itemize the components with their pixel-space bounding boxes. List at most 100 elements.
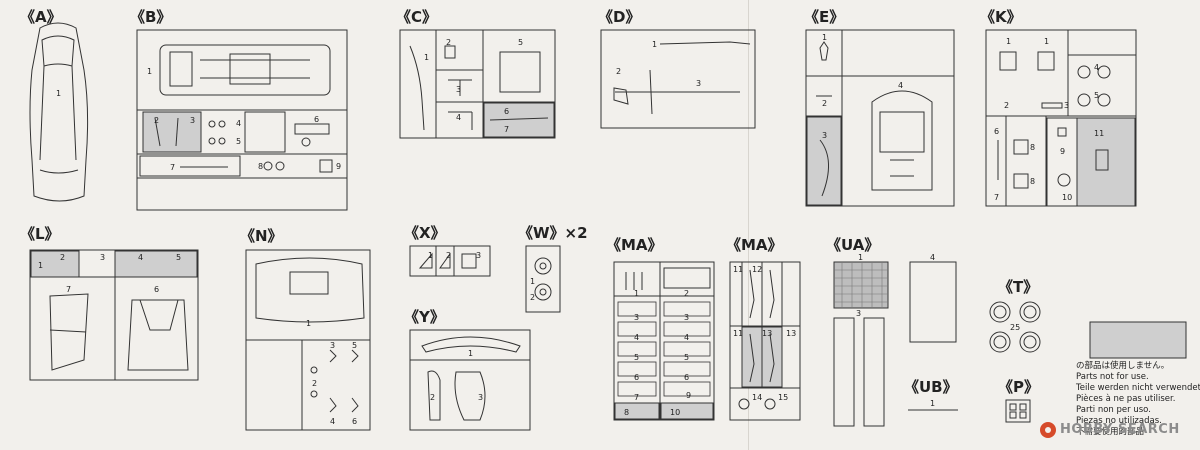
unused-part-L1-L2 bbox=[30, 250, 80, 278]
pn-Y2: 2 bbox=[430, 393, 435, 402]
unused-part-E3 bbox=[806, 116, 842, 206]
sprue-frame-X bbox=[409, 245, 491, 277]
pn-UA3: 3 bbox=[856, 309, 861, 318]
pn-L3: 3 bbox=[100, 253, 105, 262]
pn-K6: 6 bbox=[994, 127, 999, 136]
pn-E4: 4 bbox=[898, 81, 903, 90]
pn-L2: 2 bbox=[60, 253, 65, 262]
pn-MA3a: 3 bbox=[634, 313, 639, 322]
pn-MA8b: 8 bbox=[624, 408, 629, 417]
pn-K4: 4 bbox=[1094, 63, 1099, 72]
pn-MA2: 2 bbox=[684, 289, 689, 298]
interior-tub-E4 bbox=[871, 90, 933, 191]
pn-N2: 2 bbox=[312, 379, 317, 388]
section-label-N: 《N》 bbox=[240, 227, 283, 245]
pn-MA7: 7 bbox=[634, 393, 639, 402]
pn-N5: 5 bbox=[352, 341, 357, 350]
pn-MA12: 12 bbox=[752, 265, 762, 274]
pn-K5: 5 bbox=[1094, 91, 1099, 100]
section-label-A: 《A》 bbox=[20, 8, 62, 26]
notice-line-de: Teile werden nicht verwendet. bbox=[1076, 383, 1200, 393]
sprue-frame-L bbox=[29, 249, 199, 381]
pn-MA4b: 4 bbox=[684, 333, 689, 342]
unused-part-B2-B3 bbox=[142, 111, 202, 153]
pn-N6: 6 bbox=[352, 417, 357, 426]
rollcage-L6 bbox=[127, 299, 189, 371]
pn-B8: 8 bbox=[258, 162, 263, 171]
section-label-D: 《D》 bbox=[598, 8, 641, 26]
pn-C2: 2 bbox=[446, 38, 451, 47]
section-label-MA-1: 《MA》 bbox=[606, 236, 663, 254]
sprue-frame-MA-2 bbox=[729, 261, 801, 421]
pn-L7: 7 bbox=[66, 285, 71, 294]
section-label-UA: 《UA》 bbox=[826, 236, 880, 254]
pn-K11: 11 bbox=[1094, 129, 1104, 138]
mesh-part-UA1 bbox=[833, 261, 889, 309]
pn-MA15: 15 bbox=[778, 393, 788, 402]
pn-MA6a: 6 bbox=[634, 373, 639, 382]
pn-C6: 6 bbox=[504, 107, 509, 116]
pn-W1: 1 bbox=[530, 277, 535, 286]
chassis-floor-B1 bbox=[159, 44, 331, 96]
pn-T25: 25 bbox=[1010, 323, 1020, 332]
sprue-frame-W bbox=[525, 245, 561, 313]
section-label-L: 《L》 bbox=[20, 225, 60, 243]
pn-MA13b: 13 bbox=[786, 329, 796, 338]
unused-part-MA-10 bbox=[660, 402, 714, 420]
pn-K7: 7 bbox=[994, 193, 999, 202]
body-shell-A bbox=[29, 22, 89, 202]
unused-part-MA-8 bbox=[614, 402, 660, 420]
pn-MA1: 1 bbox=[634, 289, 639, 298]
pn-X2: 2 bbox=[446, 251, 451, 260]
notice-line-es: Piezas no utilizadas. bbox=[1076, 416, 1162, 426]
pn-B5: 5 bbox=[236, 137, 241, 146]
pn-C4: 4 bbox=[456, 113, 461, 122]
sprue-frame-B bbox=[136, 29, 348, 211]
section-label-K: 《K》 bbox=[980, 8, 1022, 26]
pn-K3: 3 bbox=[1064, 101, 1069, 110]
pn-B1: 1 bbox=[147, 67, 152, 76]
section-label-W: 《W》×2 bbox=[518, 224, 588, 242]
pn-L4: 4 bbox=[138, 253, 143, 262]
pn-MA4a: 4 bbox=[634, 333, 639, 342]
sprue-frame-MA-1 bbox=[613, 261, 715, 421]
pn-MA3b: 3 bbox=[684, 313, 689, 322]
rollcage-L7 bbox=[49, 293, 89, 371]
pn-C7: 7 bbox=[504, 125, 509, 134]
pn-A1: 1 bbox=[56, 89, 61, 98]
section-label-MA-2: 《MA》 bbox=[726, 236, 783, 254]
pn-L5: 5 bbox=[176, 253, 181, 262]
sprue-frame-C bbox=[399, 29, 556, 139]
watermark-text: HOBBY SEARCH bbox=[1060, 422, 1180, 437]
sheet-part-UA4 bbox=[909, 261, 957, 343]
pn-K8b: 8 bbox=[1030, 177, 1035, 186]
pn-E3: 3 bbox=[822, 131, 827, 140]
pn-K8a: 8 bbox=[1030, 143, 1035, 152]
pn-N1: 1 bbox=[306, 319, 311, 328]
section-label-P: 《P》 bbox=[998, 378, 1039, 396]
pn-MA13a: 13 bbox=[762, 329, 772, 338]
section-label-B: 《B》 bbox=[130, 8, 172, 26]
pn-K1a: 1 bbox=[1006, 37, 1011, 46]
notice-line-fr: Pièces à ne pas utiliser. bbox=[1076, 394, 1176, 404]
section-label-X: 《X》 bbox=[404, 224, 446, 242]
hobby-search-logo-icon bbox=[1040, 422, 1056, 438]
page-fold bbox=[748, 0, 749, 450]
pn-K9: 9 bbox=[1060, 147, 1065, 156]
pn-MA14: 14 bbox=[752, 393, 762, 402]
pn-B4: 4 bbox=[236, 119, 241, 128]
pn-MA5b: 5 bbox=[684, 353, 689, 362]
pn-B9: 9 bbox=[336, 162, 341, 171]
section-label-E: 《E》 bbox=[804, 8, 845, 26]
pn-K2: 2 bbox=[1004, 101, 1009, 110]
sprue-frame-Y bbox=[409, 329, 531, 431]
pn-K10: 10 bbox=[1062, 193, 1072, 202]
pn-B6: 6 bbox=[314, 115, 319, 124]
pn-UA4: 4 bbox=[930, 253, 935, 262]
pn-MA11a: 11 bbox=[733, 265, 743, 274]
pn-MA10: 10 bbox=[670, 408, 680, 417]
pn-D1: 1 bbox=[652, 40, 657, 49]
pn-B3: 3 bbox=[190, 116, 195, 125]
pn-X1: 1 bbox=[428, 251, 433, 260]
